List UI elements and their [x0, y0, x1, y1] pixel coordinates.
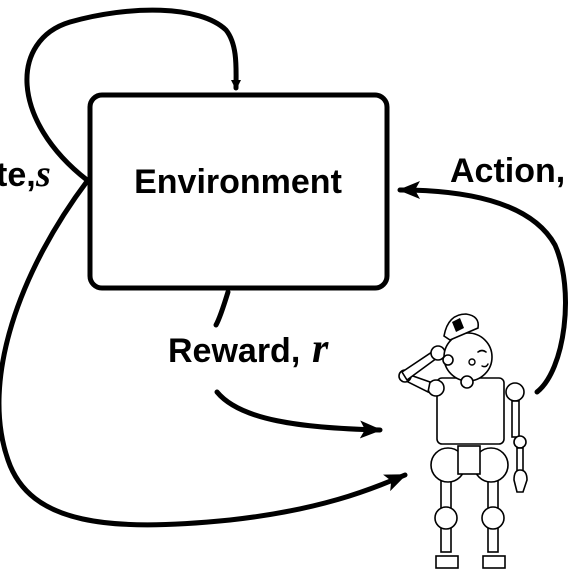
- top-loop-arrow: [24, 7, 242, 183]
- environment-label: Environment: [134, 163, 342, 201]
- state-label-group: te, s: [0, 153, 51, 195]
- action-label: Action,: [450, 152, 565, 190]
- reward-symbol: r: [312, 326, 329, 372]
- state-symbol: s: [35, 153, 51, 195]
- reward-arrow: [214, 389, 383, 439]
- state-label: te,: [0, 156, 36, 194]
- state-arrow: [0, 177, 408, 528]
- environment-box: [87, 92, 390, 291]
- reward-stub: [213, 289, 231, 328]
- robot-agent-illustration: [398, 313, 528, 569]
- action-arrow: [397, 181, 568, 395]
- reward-label-group: Reward, r: [168, 326, 329, 372]
- reward-label: Reward,: [168, 332, 300, 370]
